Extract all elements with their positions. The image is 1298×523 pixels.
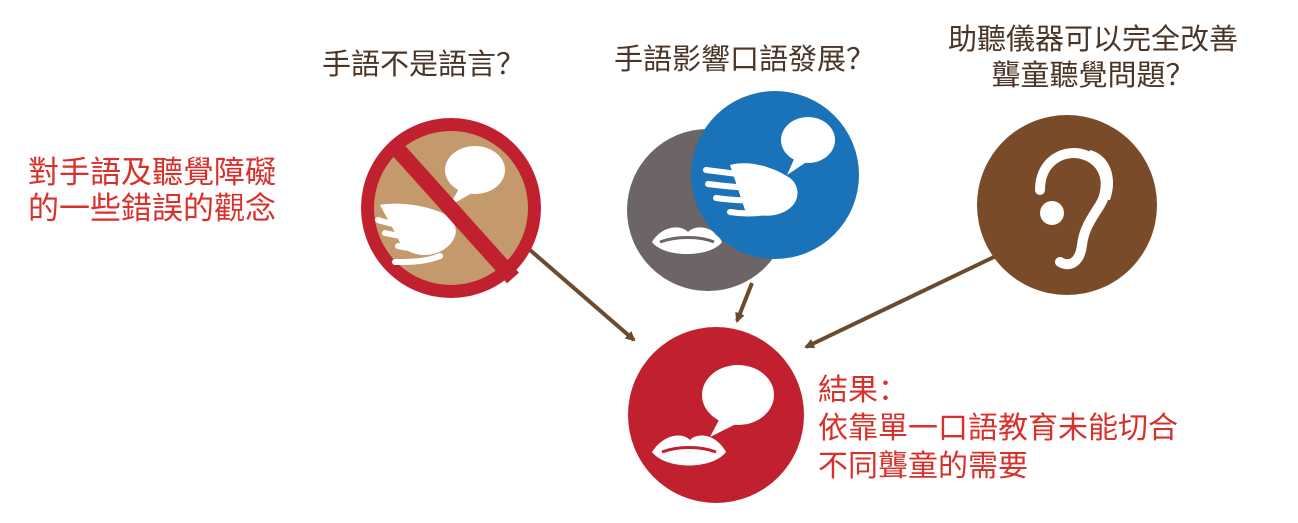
mouth-bubble-icon (628, 327, 804, 503)
result-line-3: 不同聾童的需要 (818, 449, 1028, 484)
result-line-1: 結果： (818, 373, 908, 408)
arrow-3 (804, 254, 997, 349)
arrow-2 (735, 282, 754, 323)
speech-bubble-icon (702, 365, 774, 437)
hearing-aid-icon (977, 115, 1157, 295)
speech-bubble-icon (781, 117, 835, 175)
hand-bubble-icon (691, 91, 859, 259)
speech-bubble-icon (445, 146, 505, 206)
question-hearing-aid-line-2: 聾童聽覺問題？ (991, 58, 1195, 92)
hand-icon (375, 203, 456, 265)
result-line-2: 依靠單一口語教育未能切合 (818, 411, 1178, 446)
question-sign-language-not-language: 手語不是語言？ (322, 47, 526, 81)
intro-text: 對手語及聽覺障礙 的一些錯誤的觀念 (28, 155, 276, 227)
intro-line-1: 對手語及聽覺障礙 (28, 155, 276, 191)
question-hearing-aid-line-1: 助聽儀器可以完全改善 (947, 22, 1238, 56)
question-hearing-aid: 助聽儀器可以完全改善 聾童聽覺問題？ (938, 21, 1248, 93)
arrow-1 (528, 248, 636, 342)
result-text: 結果： 依靠單一口語教育未能切合 不同聾童的需要 (818, 372, 1178, 486)
intro-line-2: 的一些錯誤的觀念 (28, 191, 276, 227)
hand-icon (703, 163, 798, 217)
question-sign-affects-speech: 手語影響口語發展？ (614, 42, 876, 76)
no-sign-language-icon (361, 118, 541, 298)
